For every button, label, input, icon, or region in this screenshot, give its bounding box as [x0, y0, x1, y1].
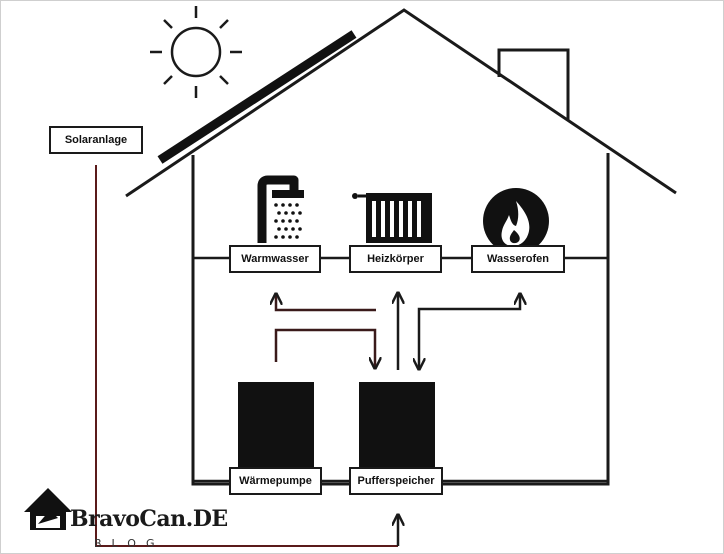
radiator-icon — [352, 193, 432, 243]
sun-icon — [150, 6, 242, 98]
radiator-label: Heizkörper — [349, 245, 442, 273]
shower-icon — [257, 175, 304, 243]
buffer-tank-unit — [359, 382, 435, 468]
brand-logo-icon — [24, 488, 72, 530]
heat-pump-label: Wärmepumpe — [229, 467, 322, 495]
flame-icon — [483, 188, 549, 254]
hot-water-label: Warmwasser — [229, 245, 321, 273]
arrow-to-warmwater — [276, 295, 376, 312]
arrow-stove-to-buffer — [419, 295, 520, 368]
solar-panel — [157, 30, 357, 164]
solar-pipe — [95, 165, 398, 547]
brand-subtitle: BLOG — [94, 537, 165, 550]
brand-name: BravoCan.DE — [70, 506, 228, 532]
solar-label: Solaranlage — [49, 126, 143, 154]
arrow-heatpump-to-buffer — [274, 328, 375, 367]
heat-pump-unit — [238, 382, 314, 468]
buffer-tank-label: Pufferspeicher — [349, 467, 443, 495]
brand-watermark: BravoCan.DE BLOG — [24, 486, 234, 552]
stove-label: Wasserofen — [471, 245, 565, 273]
